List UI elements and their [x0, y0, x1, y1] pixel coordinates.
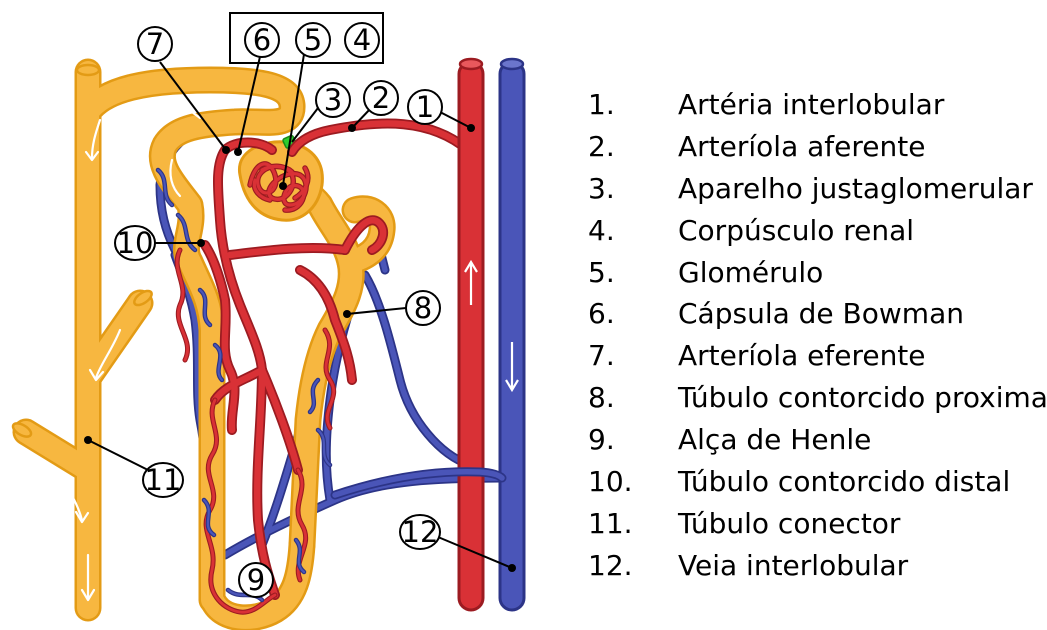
callout-c6: 6 [245, 23, 279, 57]
svg-text:9: 9 [247, 563, 265, 597]
callout-c7: 7 [138, 27, 172, 61]
legend-number: 10. [588, 461, 678, 503]
legend-item: 10.Túbulo contorcido distal [588, 461, 1047, 503]
svg-text:12: 12 [402, 515, 439, 549]
legend-label: Aparelho justaglomerular [678, 172, 1033, 205]
legend-item: 6.Cápsula de Bowman [588, 293, 1047, 335]
svg-text:3: 3 [324, 83, 342, 117]
legend-label: Veia interlobular [678, 549, 908, 582]
callout-c9: 9 [239, 563, 273, 597]
svg-text:4: 4 [353, 23, 371, 57]
legend-label: Cápsula de Bowman [678, 297, 964, 330]
legend-label: Artéria interlobular [678, 88, 944, 121]
legend-list: 1.Artéria interlobular 2.Arteríola afere… [588, 84, 1047, 587]
legend-number: 11. [588, 503, 678, 545]
callout-c2: 2 [364, 81, 398, 115]
nephron-diagram: 1 2 3 4 5 6 7 8 9 10 11 12 [0, 0, 560, 630]
svg-text:2: 2 [372, 81, 390, 115]
legend-label: Túbulo contorcido proximal [678, 381, 1047, 414]
legend-number: 7. [588, 335, 678, 377]
legend-number: 12. [588, 545, 678, 587]
legend-number: 2. [588, 126, 678, 168]
svg-text:10: 10 [117, 226, 154, 260]
callout-c8: 8 [406, 291, 440, 325]
svg-text:6: 6 [253, 23, 271, 57]
legend-label: Túbulo conector [678, 507, 900, 540]
legend-number: 9. [588, 419, 678, 461]
legend-item: 4.Corpúsculo renal [588, 210, 1047, 252]
legend-label: Arteríola aferente [678, 130, 925, 163]
legend-number: 3. [588, 168, 678, 210]
svg-text:7: 7 [146, 27, 164, 61]
callout-c1: 1 [408, 90, 442, 124]
afferent-arteriole [292, 123, 468, 152]
legend-label: Alça de Henle [678, 423, 871, 456]
callout-c5: 5 [296, 23, 330, 57]
legend-number: 4. [588, 210, 678, 252]
callout-c10: 10 [115, 226, 155, 260]
interlobular-artery [459, 59, 483, 610]
legend-item: 11.Túbulo conector [588, 503, 1047, 545]
svg-text:8: 8 [414, 291, 432, 325]
legend-item: 7.Arteríola eferente [588, 335, 1047, 377]
legend-item: 3.Aparelho justaglomerular [588, 168, 1047, 210]
legend-number: 8. [588, 377, 678, 419]
legend-item: 8.Túbulo contorcido proximal [588, 377, 1047, 419]
legend-label: Túbulo contorcido distal [678, 465, 1010, 498]
renal-corpuscle [239, 135, 322, 220]
legend-item: 1.Artéria interlobular [588, 84, 1047, 126]
legend-number: 5. [588, 252, 678, 294]
callout-c3: 3 [316, 83, 350, 117]
legend-number: 1. [588, 84, 678, 126]
duct-opening-top [77, 65, 99, 75]
legend-item: 9.Alça de Henle [588, 419, 1047, 461]
svg-text:11: 11 [145, 463, 182, 497]
legend-number: 6. [588, 293, 678, 335]
legend-label: Arteríola eferente [678, 339, 926, 372]
interlobular-vein [500, 59, 524, 610]
callout-c12: 12 [400, 515, 440, 549]
legend-item: 12.Veia interlobular [588, 545, 1047, 587]
legend-label: Corpúsculo renal [678, 214, 914, 247]
legend-item: 2.Arteríola aferente [588, 126, 1047, 168]
legend-item: 5.Glomérulo [588, 252, 1047, 294]
svg-text:1: 1 [416, 90, 434, 124]
callout-c4: 4 [345, 23, 379, 57]
svg-text:5: 5 [304, 23, 322, 57]
callout-c11: 11 [143, 463, 183, 497]
legend-label: Glomérulo [678, 256, 823, 289]
